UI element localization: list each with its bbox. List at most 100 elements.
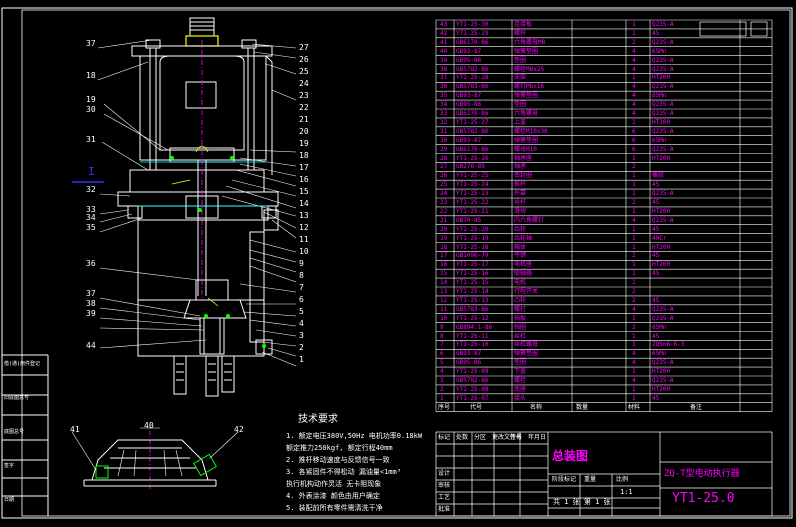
bom-index: 21 [440, 216, 448, 224]
bom-qty: 4 [632, 101, 636, 109]
bom-header: 备注 [690, 403, 703, 411]
callout-right: 14 [299, 199, 309, 208]
bom-name: 弹簧垫圈 [514, 47, 539, 55]
bom-name: 外罩 [514, 190, 527, 198]
tech-line: 2. 推杆移动速度与反馈信号一致 [286, 456, 390, 464]
bom-qty: 1 [632, 172, 636, 180]
bom-material: 45 [652, 225, 660, 233]
tb-header: 年月日 [528, 434, 547, 441]
bom-code: GB93-87 [456, 92, 482, 100]
bom-material: 65Mn [652, 323, 667, 331]
bom-name: 螺钉 [514, 305, 527, 313]
bom-qty: 1 [632, 314, 636, 322]
bom-name: 平键 [514, 252, 527, 260]
bom-qty: 1 [632, 190, 636, 198]
callout-left: 34 [86, 213, 96, 222]
bom-material: 45 [652, 29, 660, 37]
bom-index: 23 [440, 199, 448, 206]
bom-index: 43 [440, 21, 448, 28]
bom-qty: 1 [632, 154, 636, 162]
bom-material: Q235-A [652, 110, 674, 117]
bom-code: YT1-25-18 [456, 243, 489, 251]
callout-left: 37 [86, 39, 96, 48]
bom-name: 垫圈 [514, 56, 527, 64]
bom-code: GB93-87 [456, 47, 482, 55]
bom-code: YT1-25-22 [456, 199, 489, 206]
bom-name: 轴承 [514, 163, 527, 171]
bom-name: 丝杠螺母 [514, 341, 539, 349]
sheet-info: 共 1 张 第 1 张 [553, 498, 611, 506]
bom-name: 垫圈 [514, 359, 527, 367]
bom-material: Q235-A [652, 38, 674, 46]
bom-code: GB93-87 [456, 136, 482, 144]
callout-left: 35 [86, 223, 96, 232]
bom-name: 接头 [514, 394, 527, 402]
parts-list-table [435, 19, 773, 412]
bom-index: 3 [440, 377, 444, 384]
bom-name: 六角螺母 [514, 110, 539, 117]
bom-code: YT1-25-29 [456, 29, 489, 37]
callout-left: 44 [86, 341, 96, 350]
bom-material: Q235-A [652, 21, 674, 28]
bom-qty: 1 [632, 270, 636, 278]
bom-material: Q235-A [652, 314, 674, 322]
bom-name: 联轴器 [514, 270, 533, 278]
bom-code: YT1-25-19 [456, 234, 489, 242]
bom-code: GB1096-79 [456, 252, 489, 260]
bom-index: 8 [440, 332, 444, 340]
bom-index: 15 [440, 270, 448, 278]
tb-header: 标记 [438, 434, 451, 441]
bom-name: 行程开关 [514, 288, 539, 295]
callout-right: 3 [299, 331, 304, 340]
bom-code: YT1-25-30 [456, 21, 489, 28]
tb-design: 设计 [438, 470, 451, 477]
bom-qty: 2 [632, 296, 636, 304]
bom-name: 导杆 [514, 199, 527, 206]
bom-qty: 6 [632, 127, 636, 135]
bom-code: YT1-25-17 [456, 261, 489, 269]
bom-name: 螺钉M6x16 [514, 83, 545, 91]
bom-qty: 2 [632, 163, 636, 171]
callout-bottom: 41 [70, 425, 80, 434]
bom-index: 22 [440, 207, 448, 215]
bom-index: 18 [440, 243, 448, 251]
strip-label: 借(通)用件登记 [4, 361, 41, 367]
bom-qty: 1 [632, 261, 636, 269]
bom-index: 9 [440, 323, 444, 331]
bom-name: 连接板 [514, 21, 533, 28]
bom-material: HT200 [652, 243, 671, 251]
callout-right: 7 [299, 283, 304, 292]
bom-code: YT1-25-20 [456, 225, 489, 233]
callout-right: 4 [299, 319, 304, 328]
bom-qty: 1 [632, 21, 636, 28]
bom-code: YT1-25-08 [456, 385, 489, 393]
bom-code: YT1-25-28 [456, 74, 489, 82]
bom-index: 1 [440, 394, 444, 402]
bom-index: 24 [440, 190, 448, 198]
bom-qty: 1 [632, 332, 636, 340]
tb-ratio: 比例 [616, 476, 629, 483]
strip-label: 旧底图总号 [4, 395, 30, 401]
bom-index: 26 [440, 172, 448, 180]
callout-left: 32 [86, 185, 96, 194]
bom-name: 箱体 [514, 243, 527, 251]
bom-code: GB5783-86 [456, 305, 489, 313]
bom-qty: 1 [632, 207, 636, 215]
bom-code: GB6170-86 [456, 145, 489, 153]
bom-name: 螺母M10 [514, 145, 537, 153]
callout-right: 22 [299, 103, 309, 112]
bom-material: 45 [652, 296, 660, 304]
bom-code: YT1-25-21 [456, 207, 489, 215]
bom-material: 45 [652, 252, 660, 260]
bom-index: 16 [440, 261, 448, 269]
bom-header: 名称 [530, 403, 543, 411]
callout-right: 10 [299, 247, 309, 256]
bom-index: 11 [440, 305, 448, 313]
tb-stage: 阶段标记 [552, 476, 577, 483]
callout-left: 33 [86, 205, 96, 214]
tech-line: 4. 外表涂漆 颜色由用户确定 [286, 492, 380, 500]
bom-material: 45 [652, 394, 660, 402]
callout-left: 30 [86, 105, 96, 114]
bom-qty: 4 [632, 65, 636, 73]
